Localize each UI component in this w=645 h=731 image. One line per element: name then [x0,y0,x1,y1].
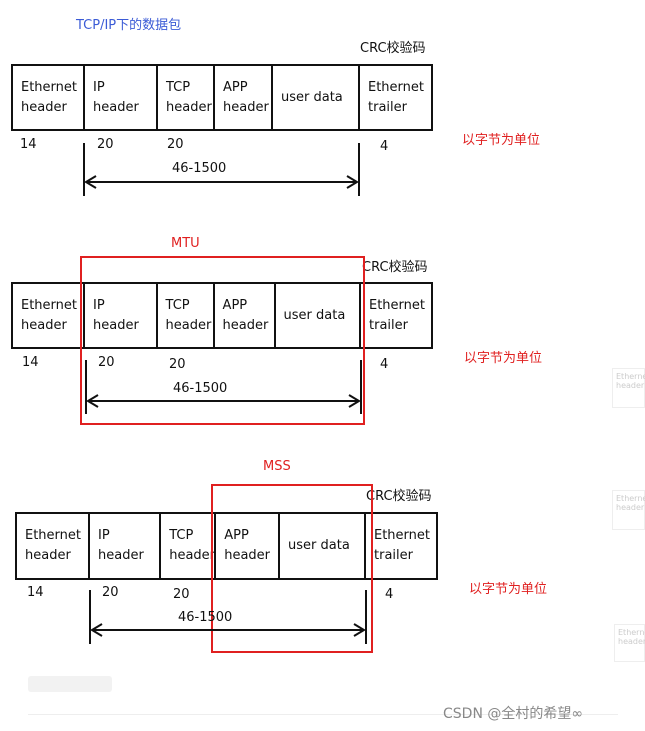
ip-header-size: 20 [97,137,114,152]
ip-header-cell: IP header [85,284,158,347]
ethernet-trailer-cell: Ethernet trailer [369,297,425,333]
ethernet-trailer-size: 4 [380,139,389,154]
ghost-text: Ethernet header [616,494,645,512]
faint-toolbar [28,676,112,692]
ethernet-trailer-size: 4 [380,357,389,372]
crc-label: CRC校验码 [360,41,426,56]
ethernet-header-size: 14 [27,585,44,600]
ethernet-trailer-size: 4 [385,587,394,602]
unit-label: 以字节为单位 [464,351,543,366]
unit-label: 以字节为单位 [469,582,548,597]
mtu-label: MTU [171,236,200,251]
user-data-cell: user data [276,284,361,347]
range-label: 46-1500 [172,161,227,176]
ghost-text: Ethernet header [618,628,645,646]
ip-header-size: 20 [98,355,115,370]
ethernet-header-cell: Ethernet header [17,514,90,578]
mss-label: MSS [263,459,291,474]
tcp-header-size: 20 [169,357,186,372]
crc-label: CRC校验码 [362,260,428,275]
crc-label: CRC校验码 [366,489,432,504]
range-label: 46-1500 [173,381,228,396]
ethernet-header-size: 14 [20,137,37,152]
ghost-thumbnail: Ethernet header [612,368,645,408]
ip-header-cell: IP header [90,514,162,578]
ethernet-header-cell: Ethernet header [13,284,85,347]
unit-label: 以字节为单位 [462,133,541,148]
range-label: 46-1500 [178,610,233,625]
ethernet-trailer-cell: Ethernet trailer [368,79,424,115]
tcp-header-cell: TCP header [158,66,215,129]
tcp-header-cell: TCP header [158,284,215,347]
csdn-watermark: CSDN @全村的希望∞ [443,706,584,722]
ip-header-size: 20 [102,585,119,600]
faint-divider [28,692,618,715]
ip-header-cell: IP header [85,66,158,129]
mtu-box [80,256,365,425]
diagram-title: TCP/IP下的数据包 [76,18,182,33]
ethernet-trailer-cell: Ethernet trailer [374,528,430,563]
ghost-text: Ethernet header [616,372,645,390]
app-header-cell: APP header [215,284,276,347]
mss-box [211,484,373,653]
app-header-cell: APP header [215,66,273,129]
packet-row: Ethernet header IP header TCP header APP… [15,512,438,580]
tcp-header-cell: TCP header [161,514,217,578]
tcp-header-size: 20 [167,137,184,152]
ghost-thumbnail: Ethernet header [612,490,645,530]
user-data-cell: user data [273,66,360,129]
packet-row: Ethernet header IP header TCP header APP… [11,64,433,131]
app-header-cell: APP header [216,514,281,578]
user-data-cell: user data [280,514,366,578]
tcp-header-size: 20 [173,587,190,602]
ghost-thumbnail: Ethernet header [614,624,645,662]
ethernet-header-cell: Ethernet header [13,66,85,129]
ethernet-header-size: 14 [22,355,39,370]
